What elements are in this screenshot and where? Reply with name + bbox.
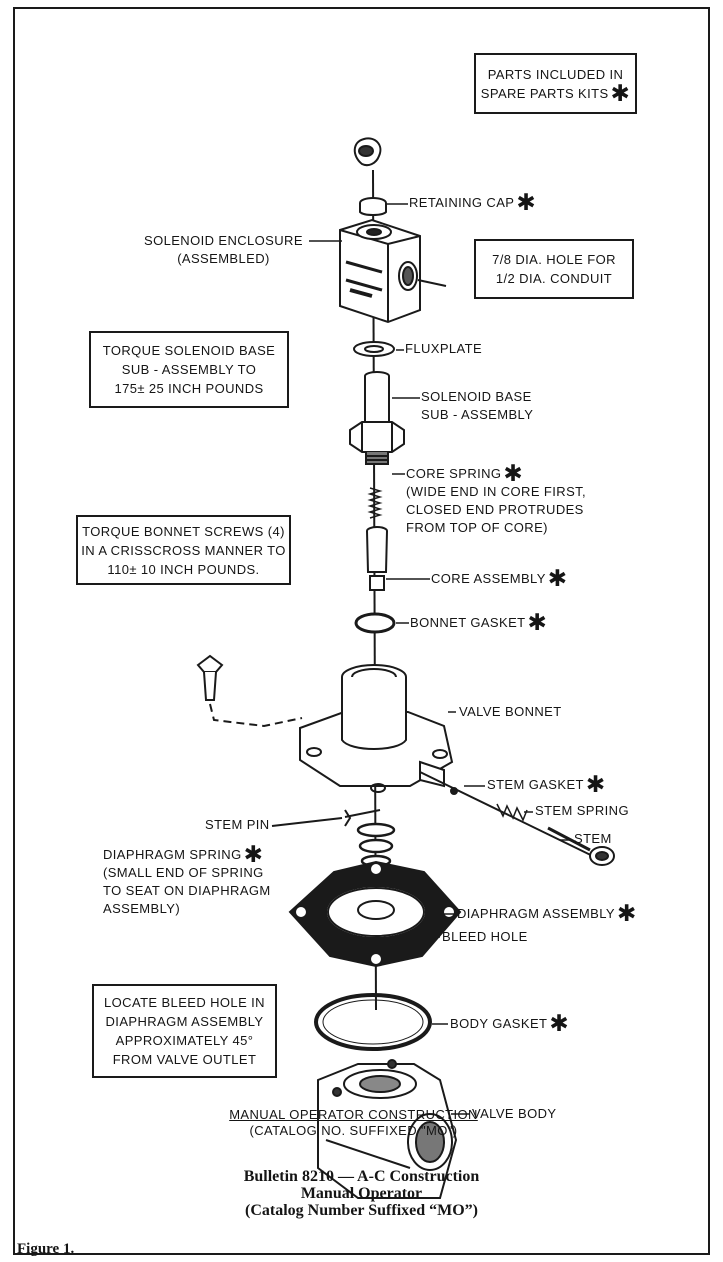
leader-lines [309,203,572,1115]
body-gasket-part [314,993,432,1051]
label-core-assembly: CORE ASSEMBLY✱ [431,566,568,592]
asterisk-icon: ✱ [243,842,264,868]
solenoid-base-part [349,371,405,465]
note-line: 7/8 DIA. HOLE FOR [492,252,616,267]
note-line: PARTS INCLUDED IN [487,66,624,82]
asterisk-icon: ✱ [503,461,524,487]
asterisk-icon: ✱ [516,190,537,216]
fluxplate-part [353,341,395,357]
core-assembly-part [366,526,388,591]
asterisk-icon: ✱ [610,80,631,107]
bonnet-screw-part [196,654,303,728]
label-fluxplate: FLUXPLATE [405,341,483,356]
asterisk-icon: ✱ [527,610,548,636]
stem-parts [419,771,615,866]
footer-title-line: Manual Operator [300,1185,423,1202]
footer-title-line: (Catalog Number Suffixed “MO”) [244,1202,479,1219]
note-line: SUB - ASSEMBLY TO [121,362,257,377]
label-bonnet-gasket: BONNET GASKET✱ [410,610,548,636]
retaining-cap-part [353,137,387,216]
figure-number: Figure 1. [17,1241,75,1257]
label-diaphragm-assembly: DIAPHRAGM ASSEMBLY✱ [457,901,637,927]
asterisk-icon: ✱ [547,566,568,592]
note-line: TORQUE SOLENOID BASE [102,343,276,358]
label-valve-bonnet: VALVE BONNET [459,704,562,719]
label-diaphragm-spring: DIAPHRAGM SPRING✱ (SMALL END OF SPRING T… [103,842,271,917]
note-line: FROM VALVE OUTLET [112,1052,257,1067]
label-retaining-cap: RETAINING CAP✱ [409,190,537,216]
valve-bonnet-part [299,664,454,793]
drawing-caption-sub: (CATALOG NO. SUFFIXED "MO") [0,1122,715,1140]
diaphragm-assembly-part [288,860,462,968]
label-valve-body: VALVE BODY [472,1106,557,1121]
valve-body-part [317,1059,458,1199]
label-stem: STEM [574,831,612,846]
caption-title: MANUAL OPERATOR CONSTRUCTION [229,1107,478,1122]
note-line: SPARE PARTS KITS✱ [480,80,631,107]
label-solenoid-base: SOLENOID BASE SUB - ASSEMBLY [421,389,534,422]
note-box-conduit-hole: 7/8 DIA. HOLE FOR 1/2 DIA. CONDUIT [474,239,634,299]
figure-frame [13,7,710,1255]
label-stem-pin: STEM PIN [205,817,270,832]
note-box-torque-solenoid-base: TORQUE SOLENOID BASE SUB - ASSEMBLY TO 1… [89,331,289,408]
note-line: 1/2 DIA. CONDUIT [495,271,613,286]
asterisk-icon: ✱ [549,1011,570,1037]
note-line: TORQUE BONNET SCREWS (4) [82,523,285,539]
asterisk-icon: ✱ [585,772,606,798]
stem-pin-part [271,809,381,827]
caption-subtitle: (CATALOG NO. SUFFIXED "MO") [249,1123,458,1138]
label-body-gasket: BODY GASKET✱ [450,1011,570,1037]
note-line: APPROXIMATELY 45° [115,1033,254,1048]
note-box-bleed-hole: LOCATE BLEED HOLE IN DIAPHRAGM ASSEMBLY … [92,984,277,1078]
note-box-torque-bonnet: TORQUE BONNET SCREWS (4) IN A CRISSCROSS… [76,515,291,585]
note-box-spare-parts: PARTS INCLUDED IN SPARE PARTS KITS✱ [474,53,637,114]
solenoid-enclosure-part [339,218,447,324]
note-line: IN A CRISSCROSS MANNER TO [81,542,286,558]
label-core-spring: CORE SPRING✱ (WIDE END IN CORE FIRST, CL… [406,461,587,536]
bonnet-gasket-part [354,612,396,634]
asterisk-icon: ✱ [616,901,637,927]
label-solenoid-enclosure: SOLENOID ENCLOSURE (ASSEMBLED) [144,233,303,266]
note-line: LOCATE BLEED HOLE IN [104,995,265,1010]
note-line: 175± 25 INCH POUNDS [114,381,264,396]
drawing-caption: MANUAL OPERATOR CONSTRUCTION [0,1106,715,1124]
diaphragm-spring-part [356,822,396,868]
core-spring-part [367,487,383,519]
note-line: 110± 10 INCH POUNDS. [107,561,260,577]
label-bleed-hole: BLEED HOLE [442,929,528,944]
note-line: DIAPHRAGM ASSEMBLY [105,1014,264,1029]
label-stem-spring: STEM SPRING [535,803,629,818]
footer-title-line: Bulletin 8210 — A-C Construction [243,1168,480,1185]
label-stem-gasket: STEM GASKET✱ [487,772,606,798]
